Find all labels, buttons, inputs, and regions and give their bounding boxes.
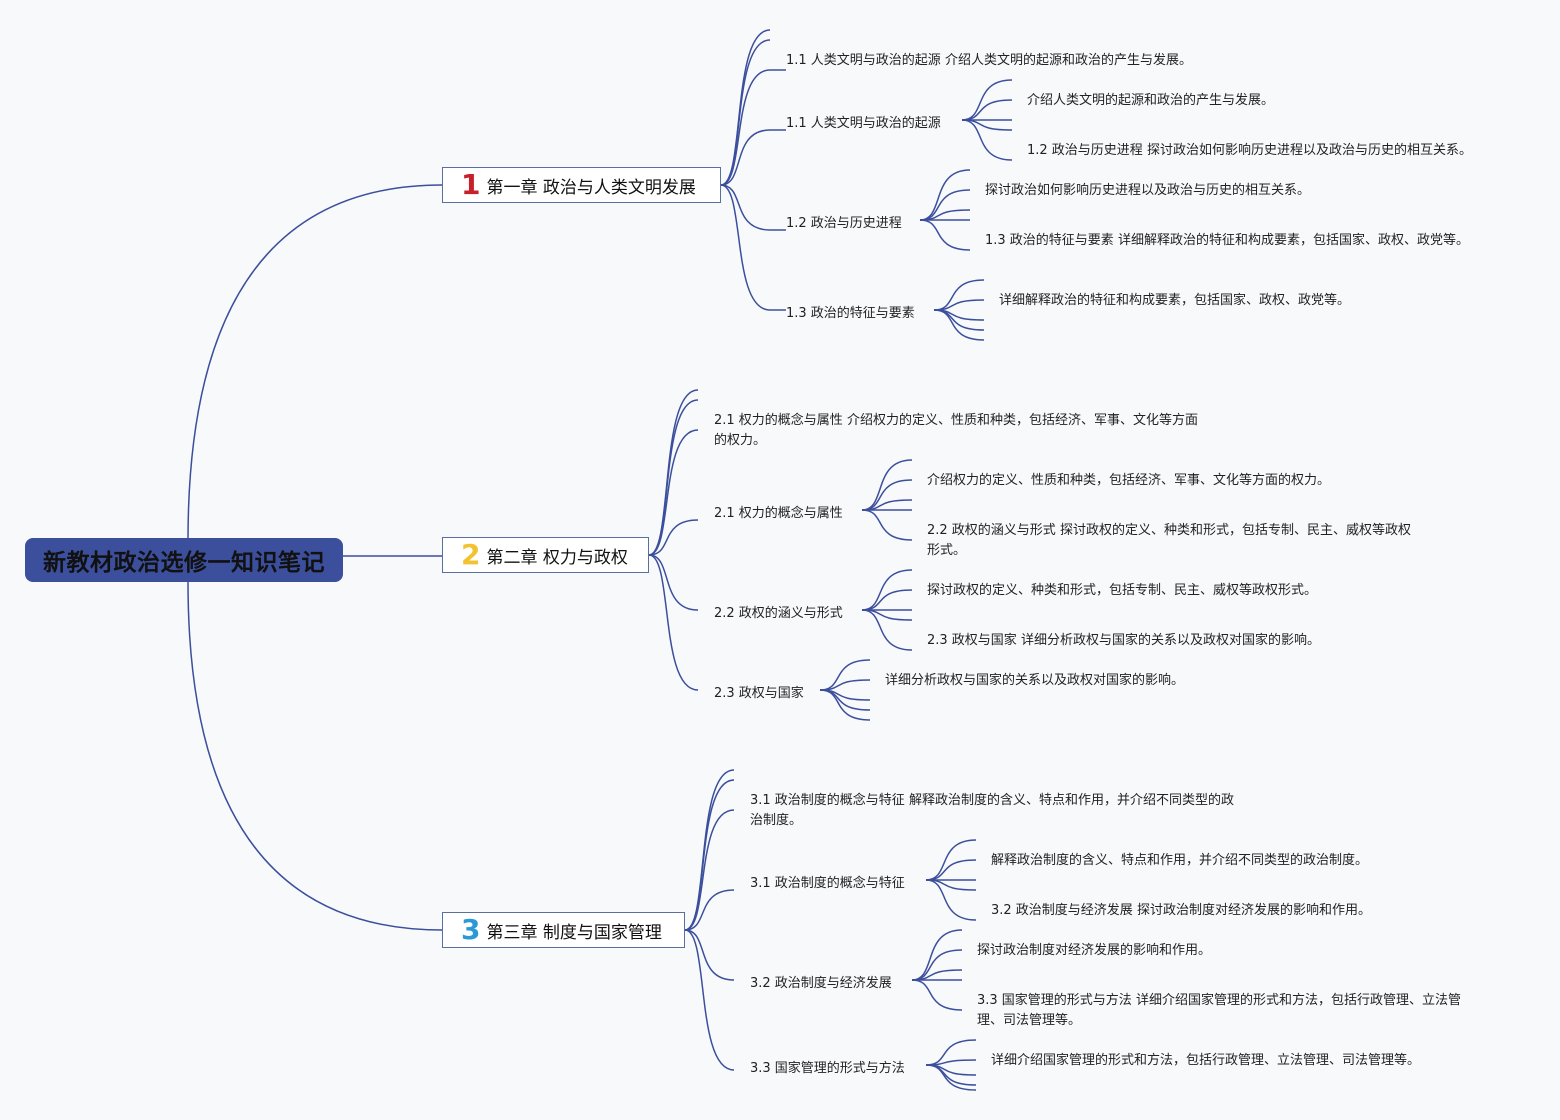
connector-58 bbox=[911, 949, 963, 981]
connector-66 bbox=[925, 1064, 977, 1091]
ch3-item-3-1-b[interactable]: 3.2 政治制度与经济发展 探讨政治制度对经济发展的影响和作用。 bbox=[991, 903, 1371, 918]
ch3-item-3-2-b[interactable]: 3.3 国家管理的形式与方法 详细介绍国家管理的形式和方法，包括行政管理、立法管… bbox=[977, 993, 1461, 1028]
connector-0 bbox=[720, 29, 771, 186]
root-to-chapter-3 bbox=[187, 581, 443, 931]
connector-25 bbox=[648, 389, 699, 556]
ch2-item-2-2-b[interactable]: 2.3 政权与国家 详细分析政权与国家的关系以及政权对国家的影响。 bbox=[927, 633, 1320, 648]
root-title: 新教材政治选修一知识笔记 bbox=[43, 550, 325, 576]
connector-53 bbox=[925, 859, 977, 881]
ch2-section-2-2[interactable]: 2.2 政权的涵义与形式 bbox=[714, 606, 843, 621]
chapter-2-node[interactable]: 2 第二章 权力与政权 bbox=[442, 537, 649, 573]
connector-55 bbox=[925, 879, 977, 891]
connector-45 bbox=[819, 689, 871, 721]
ch3-item-3-2-a[interactable]: 探讨政治制度对经济发展的影响和作用。 bbox=[977, 943, 1212, 958]
ch2-item-2-2-a[interactable]: 探讨政权的定义、种类和形式，包括专制、民主、威权等政权形式。 bbox=[927, 583, 1318, 598]
connector-27 bbox=[648, 429, 699, 556]
connector-30 bbox=[648, 554, 699, 691]
ch2-item-2-1-a[interactable]: 介绍权力的定义、性质和种类，包括经济、军事、文化等方面的权力。 bbox=[927, 473, 1331, 488]
connector-61 bbox=[911, 979, 963, 1011]
chapter-2-title: 第二章 权力与政权 bbox=[486, 547, 628, 568]
connector-41 bbox=[819, 659, 871, 691]
connector-48 bbox=[684, 809, 735, 931]
ch3-item-3-3-a[interactable]: 详细介绍国家管理的形式和方法，包括行政管理、立法管理、司法管理等。 bbox=[991, 1053, 1421, 1068]
ch2-section-2-1[interactable]: 2.1 权力的概念与属性 bbox=[714, 506, 843, 521]
chapter-3-node[interactable]: 3 第三章 制度与国家管理 bbox=[442, 912, 685, 948]
ch2-section-2-3[interactable]: 2.3 政权与国家 bbox=[714, 686, 804, 701]
connector-37 bbox=[861, 589, 913, 611]
connector-50 bbox=[684, 929, 735, 981]
connector-46 bbox=[684, 769, 735, 931]
connector-19 bbox=[919, 219, 971, 251]
chapter-1-node[interactable]: 1 第一章 政治与人类文明发展 bbox=[442, 167, 721, 203]
ch3-section-3-1[interactable]: 3.1 政治制度的概念与特征 bbox=[750, 876, 905, 891]
connector-16 bbox=[919, 189, 971, 221]
ch1-item-1-2-b[interactable]: 1.3 政治的特征与要素 详细解释政治的特征和构成要素，包括国家、政权、政党等。 bbox=[985, 233, 1469, 248]
root-to-chapter-1 bbox=[187, 184, 443, 541]
connector-47 bbox=[684, 779, 735, 931]
ch3-section-3-3[interactable]: 3.3 国家管理的形式与方法 bbox=[750, 1061, 905, 1076]
connector-51 bbox=[684, 929, 735, 1071]
ch1-section-1-1[interactable]: 1.1 人类文明与政治的起源 bbox=[786, 116, 941, 131]
connector-32 bbox=[861, 479, 913, 511]
ch3-item-3-1-a[interactable]: 解释政治制度的含义、特点和作用，并介绍不同类型的政治制度。 bbox=[991, 853, 1369, 868]
ch1-item-1-2-a[interactable]: 探讨政治如何影响历史进程以及政治与历史的相互关系。 bbox=[985, 183, 1311, 198]
connector-14 bbox=[961, 119, 1013, 161]
connector-3 bbox=[720, 129, 771, 186]
connector-5 bbox=[720, 184, 771, 311]
connector-29 bbox=[648, 554, 699, 611]
ch1-item-1[interactable]: 1.1 人类文明与政治的起源 介绍人类文明的起源和政治的产生与发展。 bbox=[786, 53, 1192, 68]
ch2-item-2-1-b[interactable]: 2.2 政权的涵义与形式 探讨政权的定义、种类和形式，包括专制、民主、威权等政权… bbox=[927, 523, 1411, 558]
connector-56 bbox=[925, 879, 977, 921]
connector-63 bbox=[925, 1059, 977, 1066]
connector-2 bbox=[720, 69, 771, 186]
chapter-1-title: 第一章 政治与人类文明发展 bbox=[486, 177, 696, 198]
connector-49 bbox=[684, 889, 735, 931]
connector-26 bbox=[648, 399, 699, 556]
chapter-3-number: 3 bbox=[461, 913, 481, 946]
connector-1 bbox=[720, 39, 771, 186]
connector-24 bbox=[933, 309, 985, 341]
ch1-item-1-3-a[interactable]: 详细解释政治的特征和构成要素，包括国家、政权、政党等。 bbox=[999, 293, 1351, 308]
chapter-3-title: 第三章 制度与国家管理 bbox=[486, 922, 662, 943]
ch1-section-1-3[interactable]: 1.3 政治的特征与要素 bbox=[786, 306, 915, 321]
connector-4 bbox=[720, 184, 771, 231]
connector-28 bbox=[648, 519, 699, 556]
connector-39 bbox=[861, 609, 913, 621]
connector-20 bbox=[933, 279, 985, 311]
chapter-1-number: 1 bbox=[461, 168, 481, 201]
ch2-item-1[interactable]: 2.1 权力的概念与属性 介绍权力的定义、性质和种类，包括经济、军事、文化等方面… bbox=[714, 413, 1198, 448]
root-topic[interactable]: 新教材政治选修一知识笔记 bbox=[25, 538, 343, 582]
connector-11 bbox=[961, 99, 1013, 121]
ch3-section-3-2[interactable]: 3.2 政治制度与经济发展 bbox=[750, 976, 892, 991]
ch1-item-1-1-a[interactable]: 介绍人类文明的起源和政治的产生与发展。 bbox=[1027, 93, 1275, 108]
connector-13 bbox=[961, 119, 1013, 131]
connector-40 bbox=[861, 609, 913, 651]
chapter-2-number: 2 bbox=[461, 538, 481, 571]
ch3-item-1[interactable]: 3.1 政治制度的概念与特征 解释政治制度的含义、特点和作用，并介绍不同类型的政… bbox=[750, 793, 1234, 828]
ch1-item-1-1-b[interactable]: 1.2 政治与历史进程 探讨政治如何影响历史进程以及政治与历史的相互关系。 bbox=[1027, 143, 1472, 158]
ch1-section-1-2[interactable]: 1.2 政治与历史进程 bbox=[786, 216, 902, 231]
connector-35 bbox=[861, 509, 913, 541]
ch2-item-2-3-a[interactable]: 详细分析政权与国家的关系以及政权对国家的影响。 bbox=[885, 673, 1185, 688]
